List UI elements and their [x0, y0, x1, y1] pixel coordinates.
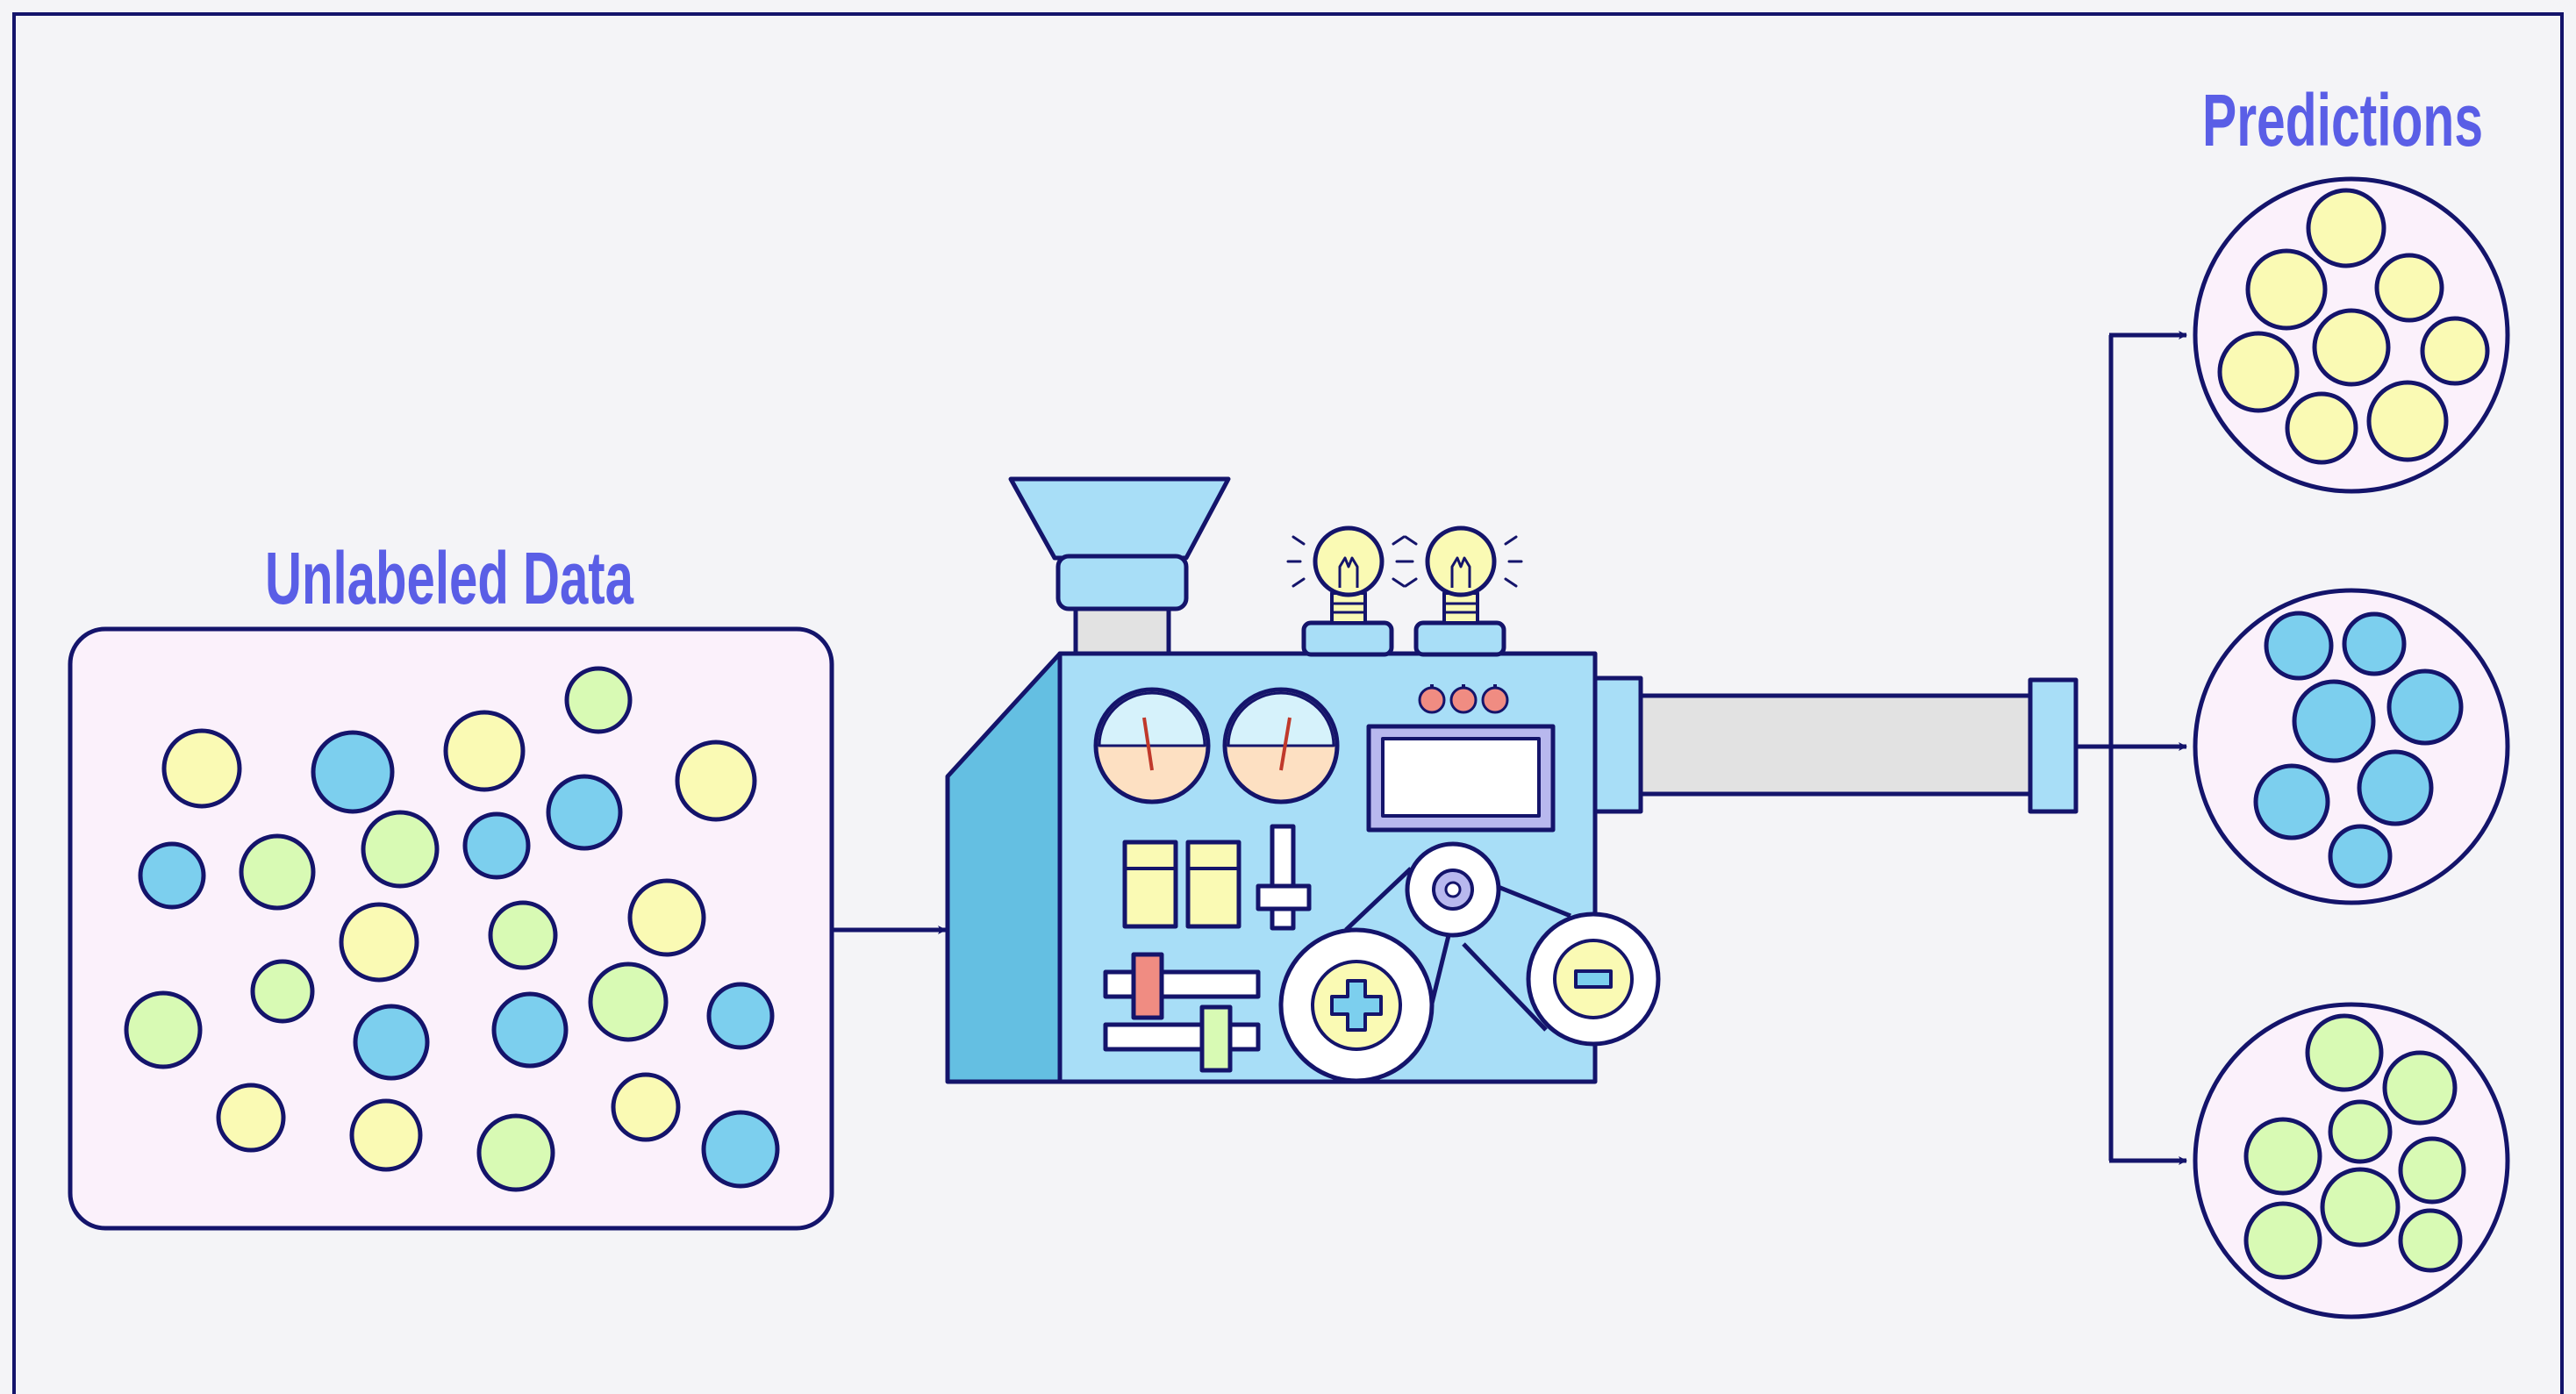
data-point	[546, 774, 623, 851]
lightbulb-icon	[1286, 525, 1523, 657]
machine-side-panel	[945, 651, 1063, 1084]
data-point	[675, 740, 757, 822]
prediction-point	[2328, 824, 2393, 889]
data-point	[627, 878, 706, 957]
prediction-point	[2243, 1201, 2322, 1280]
slider-controls	[1103, 824, 1312, 1073]
display-screen	[1366, 684, 1556, 833]
prediction-point	[2320, 1167, 2401, 1247]
prediction-cluster-points	[2217, 188, 2490, 1280]
data-point	[124, 990, 203, 1069]
data-point	[239, 833, 316, 911]
data-point	[706, 982, 775, 1050]
pipe-flange	[2028, 677, 2079, 814]
data-point	[311, 730, 395, 814]
data-point	[611, 1072, 681, 1142]
prediction-point	[2328, 1099, 2393, 1164]
prediction-point	[2253, 763, 2330, 840]
data-point	[443, 710, 526, 792]
prediction-point	[2312, 308, 2391, 387]
data-point	[353, 1004, 430, 1081]
prediction-point	[2243, 1117, 2322, 1196]
hopper-funnel	[1008, 476, 1231, 561]
data-point	[462, 811, 531, 880]
prediction-point	[2374, 253, 2444, 323]
unlabeled-data-title: Unlabeled Data	[265, 537, 634, 619]
data-point	[216, 1083, 286, 1153]
data-point	[138, 841, 206, 910]
prediction-point	[2305, 1013, 2384, 1092]
ml-model-machine-icon	[945, 476, 2079, 1084]
data-point	[476, 1113, 555, 1192]
plus-icon	[1330, 979, 1383, 1032]
data-point	[161, 728, 242, 809]
outer-frame	[12, 12, 2564, 1394]
output-pipe	[1638, 693, 2033, 797]
branch-arrows-icon	[2076, 331, 2187, 1165]
hopper-neck	[1073, 603, 1171, 657]
prediction-point	[2342, 611, 2407, 676]
data-point	[588, 962, 669, 1042]
prediction-point	[2382, 1050, 2458, 1126]
prediction-point	[2366, 380, 2449, 462]
data-point	[488, 900, 558, 970]
prediction-point	[2386, 668, 2464, 746]
data-point	[361, 810, 440, 889]
prediction-point	[2264, 611, 2334, 681]
prediction-point	[2217, 331, 2300, 413]
data-point	[701, 1110, 780, 1189]
prediction-point	[2306, 188, 2386, 268]
prediction-point	[2398, 1208, 2463, 1273]
prediction-point	[2420, 316, 2490, 386]
prediction-point	[2398, 1136, 2466, 1205]
prediction-point	[2245, 248, 2328, 331]
data-point	[564, 666, 633, 734]
predictions-title: Predictions	[2202, 79, 2483, 161]
output-connector	[1592, 676, 1643, 814]
prediction-point	[2292, 679, 2376, 763]
prediction-point	[2357, 749, 2434, 826]
prediction-point	[2285, 391, 2358, 465]
minus-icon	[1574, 969, 1613, 989]
data-point	[491, 991, 569, 1069]
unlabeled-data-points	[124, 666, 780, 1192]
hopper-collar	[1055, 554, 1189, 611]
data-point	[349, 1098, 423, 1172]
data-point	[339, 902, 419, 983]
gauge-icon	[1093, 687, 1340, 804]
data-point	[250, 959, 315, 1024]
